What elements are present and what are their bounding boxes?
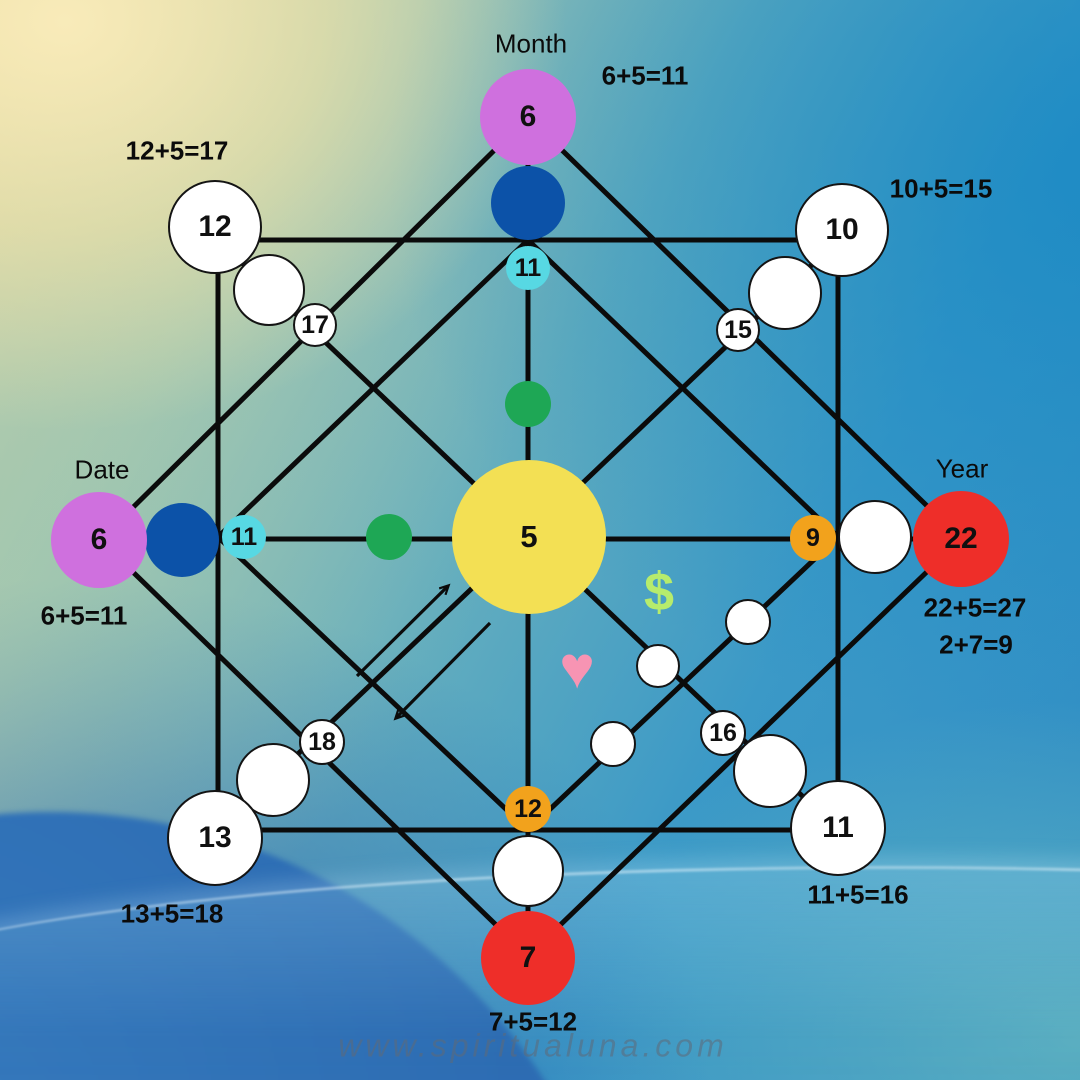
bottom-equation: 7+5=12	[488, 1006, 578, 1037]
money-line-circle-1	[590, 721, 636, 767]
corner-bottom-right-main-circle: 11	[790, 780, 886, 876]
corner-top-right-mid-circle	[748, 256, 822, 330]
corner-top-right-small-circle: 15	[716, 308, 760, 352]
corner-top-left-small-circle: 17	[293, 303, 337, 347]
date-inner-circle	[145, 503, 219, 577]
corner-top-left-main-circle: 12	[168, 180, 262, 274]
date-main-circle: 6	[51, 492, 147, 588]
corner-top-right-main-circle: 10	[795, 183, 889, 277]
heart-icon: ♥	[559, 634, 595, 701]
day-main-circle: 7	[481, 911, 575, 1005]
month-label: Month	[494, 28, 568, 59]
month-inner-circle	[491, 166, 565, 240]
date-equation: 6+5=11	[40, 600, 128, 631]
year-inner-circle	[838, 500, 912, 574]
year-equation-1: 22+5=27	[923, 592, 1027, 623]
date-karmic-circle: 11	[222, 515, 266, 559]
arrow-up-right	[355, 583, 451, 678]
month-karmic-circle: 11	[506, 246, 550, 290]
watermark: www.spiritualuna.com	[338, 1027, 728, 1064]
day-karmic-circle: 12	[505, 786, 551, 832]
year-main-circle: 22	[913, 491, 1009, 587]
year-karmic-circle: 9	[790, 515, 836, 561]
dollar-icon: $	[643, 562, 675, 622]
corner-bottom-right-small-circle: 16	[700, 710, 746, 756]
bottom-left-equation: 13+5=18	[120, 898, 224, 929]
corner-bottom-left-main-circle: 13	[167, 790, 263, 886]
month-equation: 6+5=11	[601, 60, 689, 91]
diagonal-cross-circle	[636, 644, 680, 688]
year-equation-2: 2+7=9	[939, 629, 1013, 660]
corner-bottom-right-mid-circle	[733, 734, 807, 808]
center-circle: 5	[452, 460, 606, 614]
date-label: Date	[74, 454, 130, 485]
top-right-equation: 10+5=15	[889, 173, 993, 204]
heart-line-circle-2	[366, 514, 412, 560]
month-main-circle: 6	[480, 69, 576, 165]
corner-top-left-mid-circle	[233, 254, 305, 326]
money-line-circle-2	[725, 599, 771, 645]
heart-line-circle	[505, 381, 551, 427]
arrow-down-left	[393, 621, 492, 721]
corner-bottom-left-small-circle: 18	[299, 719, 345, 765]
day-inner-circle	[492, 835, 564, 907]
top-left-equation: 12+5=17	[125, 135, 229, 166]
corner-bottom-left-mid-circle	[236, 743, 310, 817]
bottom-right-equation: 11+5=16	[807, 879, 909, 910]
year-label: Year	[935, 453, 989, 484]
